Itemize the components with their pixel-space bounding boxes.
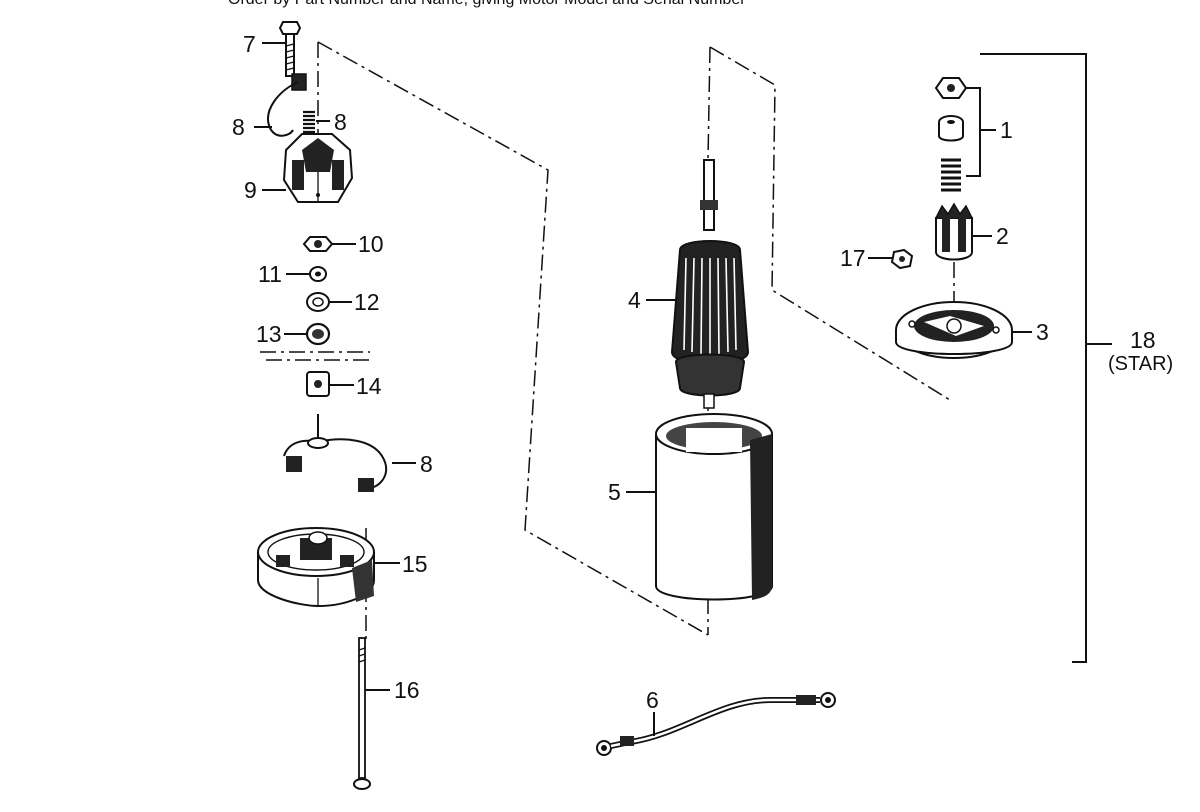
callout-18-note: (STAR) (1108, 353, 1173, 375)
part-15-end-frame (257, 527, 375, 608)
part-10-nut (302, 236, 334, 252)
callout-3: 3 (1036, 319, 1049, 345)
callout-15: 15 (402, 551, 428, 577)
order-instructions-header: Order by Part Number and Name, giving Mo… (228, 0, 746, 8)
part-3-drive-end-plate (895, 301, 1013, 359)
leader-lines (254, 42, 1032, 736)
callout-8-lower: 8 (420, 451, 433, 477)
part-8-brush-set-lower (283, 414, 388, 492)
part-5-field-frame (655, 413, 773, 601)
callout-18: 18 (1130, 327, 1156, 353)
callout-10: 10 (358, 231, 384, 257)
part-13-insulator (305, 322, 331, 346)
callout-11: 11 (258, 261, 282, 287)
callout-labels: 7 8 8 9 10 11 12 13 14 8 15 16 4 5 6 1 2… (232, 31, 1173, 713)
part-9-brush-holder (282, 133, 354, 203)
part-11-lockwasher (309, 266, 327, 282)
callout-8-upper-spring: 8 (334, 109, 347, 135)
part-4-armature (670, 159, 750, 409)
part-6-cable (596, 692, 836, 756)
callout-7: 7 (243, 31, 256, 57)
callout-14: 14 (356, 373, 382, 399)
part-2-drive-pinion (935, 202, 973, 261)
callout-2: 2 (996, 223, 1009, 249)
part-16-through-bolt (353, 637, 371, 790)
part-17-nut (890, 248, 914, 270)
part-12-washer (306, 292, 330, 312)
callout-6: 6 (646, 687, 659, 713)
callout-8-upper-brush: 8 (232, 114, 245, 140)
callout-13: 13 (256, 321, 282, 347)
callout-4: 4 (628, 287, 641, 313)
callout-17: 17 (840, 245, 866, 271)
part-7-bolt (278, 21, 302, 77)
callout-1: 1 (1000, 117, 1013, 143)
callout-9: 9 (244, 177, 257, 203)
callout-12: 12 (354, 289, 380, 315)
callout-5: 5 (608, 479, 621, 505)
callout-16: 16 (394, 677, 420, 703)
part-14-terminal-block (306, 371, 330, 397)
part-1-drive-nut-spacer-spring (934, 77, 981, 192)
part-8-brush-and-spring-upper (267, 73, 315, 137)
assembly-18-bracket (980, 53, 1112, 663)
